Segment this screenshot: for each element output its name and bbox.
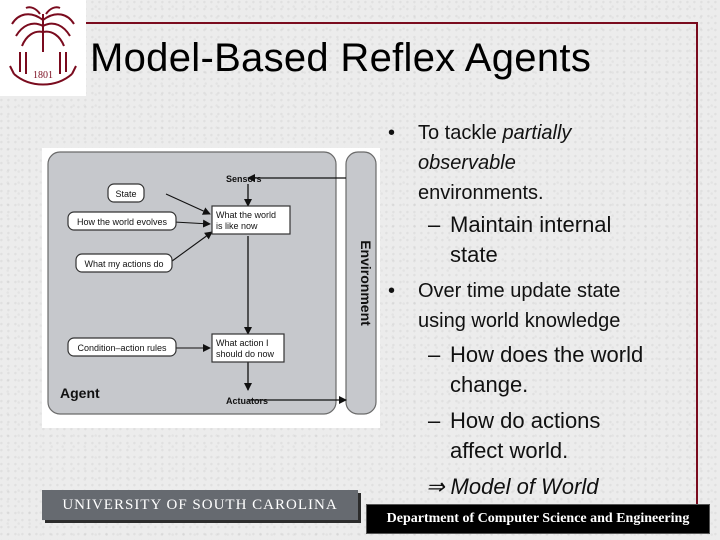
sub-bullet-dash: –	[428, 342, 441, 367]
bullet-text: Over time update state using world knowl…	[418, 280, 621, 332]
world-evolves-label: How the world evolves	[77, 217, 168, 227]
sub-bullet-text: Maintain internal state	[450, 212, 612, 267]
university-name: UNIVERSITY OF SOUTH CAROLINA	[62, 496, 338, 513]
frame-border-right	[696, 22, 698, 510]
sub-bullet-text: How do actions affect world.	[450, 408, 601, 463]
department-name: Department of Computer Science and Engin…	[386, 511, 690, 526]
bullet-dot: •	[388, 280, 396, 302]
world-evolves-box	[67, 211, 177, 231]
world-now-label-1: What the world	[216, 210, 276, 220]
logo-year: 1801	[33, 70, 53, 81]
frame-border-top	[80, 22, 698, 24]
actions-do-label: What my actions do	[84, 259, 163, 269]
university-footer: UNIVERSITY OF SOUTH CAROLINA	[42, 490, 358, 520]
bullet-dot: •	[388, 122, 396, 144]
department-footer: Department of Computer Science and Engin…	[366, 504, 710, 534]
agent-panel	[47, 151, 337, 415]
sub-bullet-text: How does the world change.	[450, 342, 644, 397]
rules-label: Condition–action rules	[77, 343, 167, 353]
state-label: State	[115, 189, 136, 199]
agent-diagram: Sensors State How the world evolves What…	[42, 148, 380, 428]
sensors-label: Sensors	[226, 174, 262, 184]
world-now-label-2: is like now	[216, 221, 258, 231]
slide-title: Model-Based Reflex Agents	[90, 36, 592, 80]
action-now-box	[211, 333, 285, 363]
model-of-world: ⇒ Model of World	[426, 474, 599, 499]
state-arrow	[165, 193, 211, 215]
world-now-box	[211, 205, 291, 235]
evolve-arrow	[173, 219, 211, 228]
environment-panel	[345, 151, 377, 415]
sub-bullet-dash: –	[428, 408, 441, 433]
action-now-label-2: should do now	[216, 349, 275, 359]
sub-bullet-dash: –	[428, 212, 441, 237]
action-now-label-1: What action I	[216, 338, 269, 348]
actions-do-box	[75, 253, 173, 273]
rules-box	[67, 337, 177, 357]
agent-label: Agent	[60, 385, 100, 401]
state-box	[107, 183, 145, 203]
university-logo: 1801	[0, 0, 86, 96]
palmetto-seal-icon: 1801	[9, 6, 77, 86]
environment-label: Environment	[358, 240, 374, 326]
actions-arrow	[167, 231, 213, 265]
bullet-text: To tackle partially observable environme…	[418, 122, 572, 204]
actuators-label: Actuators	[226, 396, 268, 406]
